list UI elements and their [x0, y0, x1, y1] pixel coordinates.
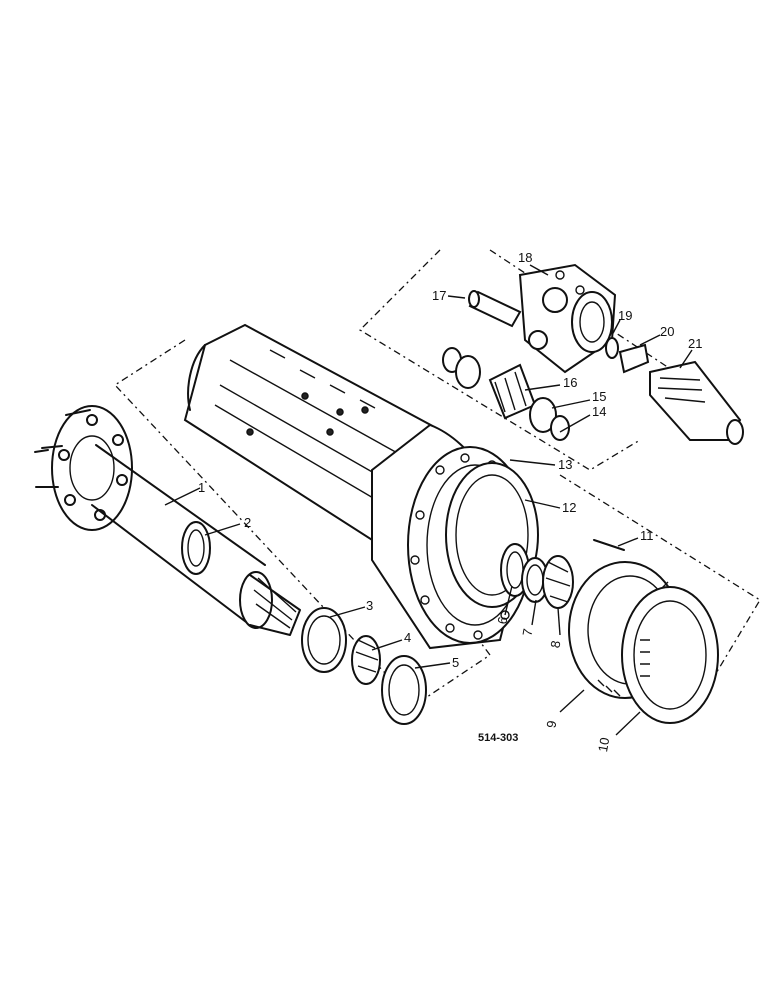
bearing-cup	[301, 607, 347, 673]
lock-plate	[618, 343, 650, 374]
callout-3: 3	[366, 598, 373, 613]
axle-shaft-with-flange	[34, 405, 301, 636]
callout-7: 7	[519, 627, 535, 637]
callout-15: 15	[592, 389, 606, 404]
callout-6: 6	[494, 616, 510, 626]
callout-19: 19	[618, 308, 632, 323]
callout-4: 4	[404, 630, 411, 645]
callout-10: 10	[595, 736, 612, 753]
callout-14: 14	[592, 404, 606, 419]
callout-20: 20	[660, 324, 674, 339]
callout-labels: 1 2 3 4 5 6 7 8 9 10 11 12 13 14 15 16 1…	[198, 250, 702, 753]
callout-13: 13	[558, 457, 572, 472]
sun-gear-shaft	[649, 360, 744, 445]
figure-code: 514-303	[478, 732, 518, 744]
planet-pin	[468, 290, 522, 328]
callout-17: 17	[432, 288, 446, 303]
callout-2: 2	[244, 515, 251, 530]
callout-12: 12	[562, 500, 576, 515]
planet-gear-set	[442, 347, 570, 441]
shaft-seal-ring	[181, 521, 211, 575]
tapered-roller-bearing	[351, 635, 381, 685]
outer-seal-ring	[381, 655, 427, 725]
planet-carrier	[518, 263, 617, 374]
inner-bearing-cone	[542, 555, 574, 609]
callout-21: 21	[688, 336, 702, 351]
callout-11: 11	[640, 528, 654, 543]
callout-8: 8	[547, 639, 563, 649]
gear-carrier-ring	[621, 586, 719, 724]
callout-1: 1	[198, 480, 205, 495]
callout-18: 18	[518, 250, 532, 265]
thrust-washer	[605, 337, 619, 359]
callout-9: 9	[543, 719, 559, 729]
callout-5: 5	[452, 655, 459, 670]
callout-16: 16	[563, 375, 577, 390]
leader-lines	[164, 264, 693, 736]
dowel-pin	[593, 539, 625, 551]
